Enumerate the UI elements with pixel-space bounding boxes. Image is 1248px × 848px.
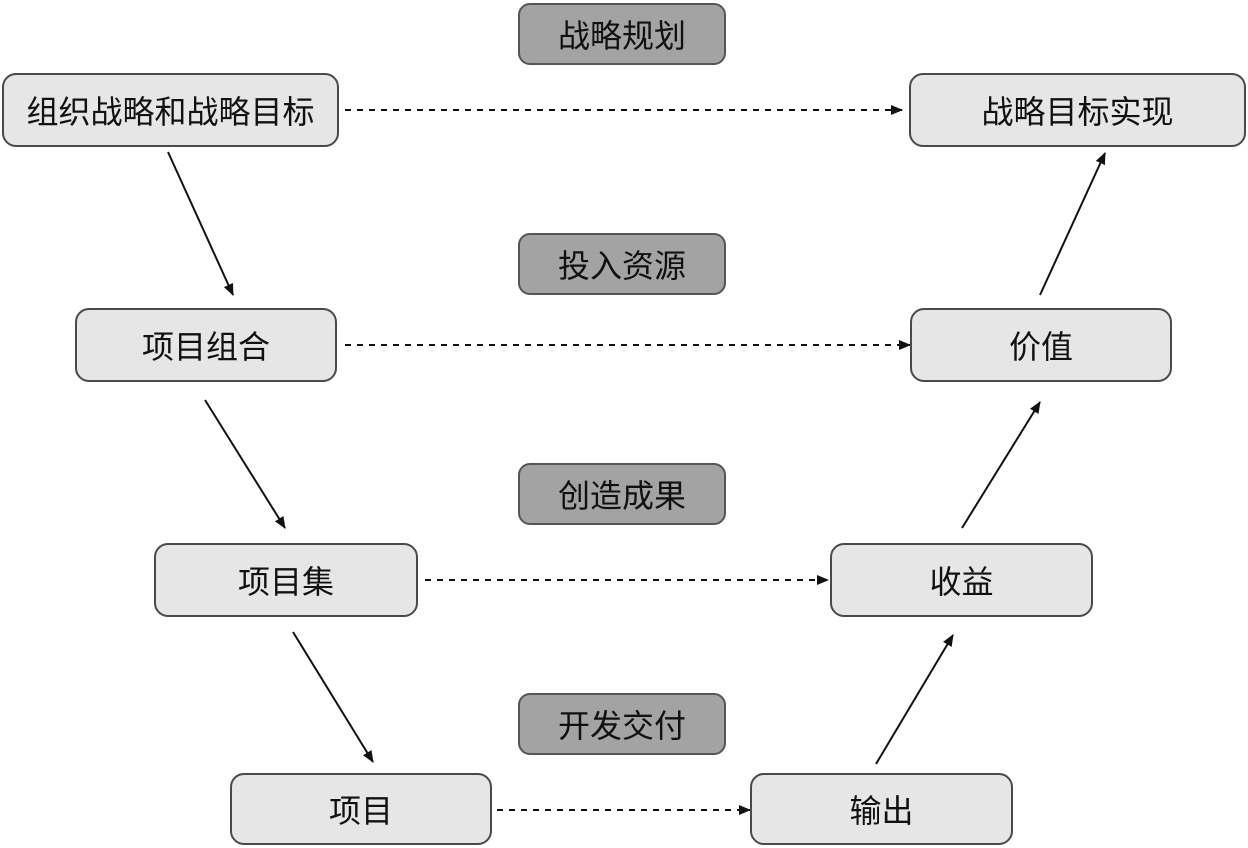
- arrow-benefits-to-value: [961, 401, 1041, 529]
- box-project-label: 项目: [328, 792, 393, 830]
- arrow-strategy-to-portfolio: [167, 151, 234, 296]
- box-program-label: 项目集: [237, 563, 334, 601]
- arrow-value-to-strategy-realized: [1039, 152, 1106, 296]
- box-org-strategy-label: 组织战略和战略目标: [26, 93, 315, 131]
- box-portfolio: 项目组合: [75, 308, 337, 382]
- phase-input-resources: 投入资源: [518, 233, 726, 295]
- phase-strategy-planning: 战略规划: [518, 3, 726, 65]
- phase-develop-deliver-label: 开发交付: [557, 707, 686, 745]
- box-value: 价值: [910, 308, 1172, 382]
- phase-develop-deliver: 开发交付: [518, 693, 726, 755]
- box-value-label: 价值: [1008, 328, 1073, 366]
- box-portfolio-label: 项目组合: [141, 328, 270, 366]
- arrow-portfolio-to-program: [204, 399, 286, 529]
- box-project: 项目: [230, 773, 492, 845]
- box-strategy-realized-label: 战略目标实现: [981, 93, 1174, 131]
- phase-create-results-label: 创造成果: [557, 477, 686, 515]
- box-strategy-realized: 战略目标实现: [909, 73, 1246, 147]
- box-benefits: 收益: [830, 543, 1093, 617]
- phase-input-resources-label: 投入资源: [557, 247, 686, 285]
- arrow-output-to-benefits: [875, 634, 954, 765]
- box-output: 输出: [750, 773, 1013, 845]
- box-output-label: 输出: [849, 792, 914, 830]
- phase-strategy-planning-label: 战略规划: [557, 17, 686, 55]
- box-program: 项目集: [154, 543, 418, 617]
- box-org-strategy: 组织战略和战略目标: [2, 73, 339, 147]
- phase-create-results: 创造成果: [518, 463, 726, 525]
- arrow-program-to-project: [292, 631, 374, 763]
- box-benefits-label: 收益: [929, 563, 994, 601]
